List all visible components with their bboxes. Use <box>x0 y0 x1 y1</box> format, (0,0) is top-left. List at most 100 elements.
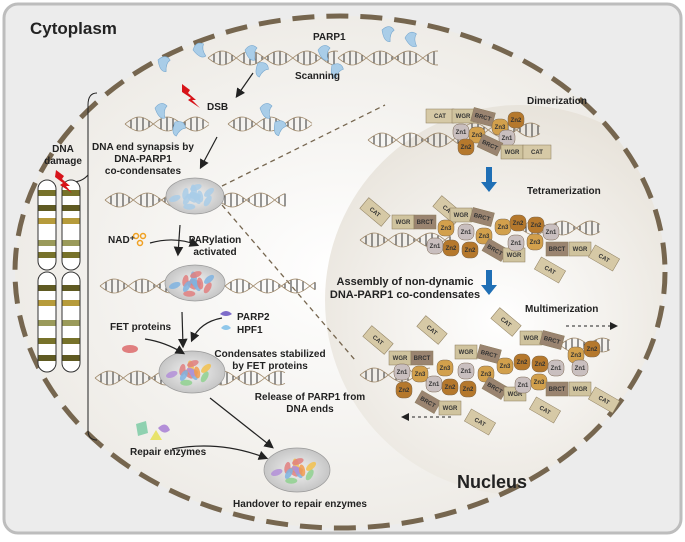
domain-wgr: WGR <box>391 214 415 230</box>
svg-text:Assembly of non-dynamic: Assembly of non-dynamic <box>337 276 474 288</box>
svg-text:WGR: WGR <box>396 220 411 226</box>
svg-text:Zn1: Zn1 <box>518 383 529 389</box>
chromosome-icon <box>37 179 81 373</box>
svg-text:CAT: CAT <box>597 253 611 264</box>
domain-zn3: Zn3 <box>436 359 454 377</box>
domain-cat: CAT <box>588 244 620 272</box>
svg-text:WGR: WGR <box>454 213 469 219</box>
svg-text:BRCT: BRCT <box>473 213 491 223</box>
repair-enzyme-icon <box>158 424 170 433</box>
svg-text:BRCT: BRCT <box>417 220 434 226</box>
svg-text:Zn2: Zn2 <box>513 221 524 227</box>
domain-zn2: Zn2 <box>513 353 531 371</box>
domain-zn1: Zn1 <box>514 376 532 394</box>
domain-cat: CAT <box>425 108 455 124</box>
domain-cat: CAT <box>416 315 448 345</box>
process-arrows <box>144 72 274 460</box>
svg-text:Zn1: Zn1 <box>430 244 441 250</box>
svg-text:BRCT: BRCT <box>549 387 566 393</box>
synapsis-label: DNA end synapsis by DNA-PARP1 co-condens… <box>92 142 194 177</box>
parp1-protein-icon <box>244 45 258 61</box>
domain-brct: BRCT <box>545 241 569 257</box>
parp1-label: PARP1 <box>313 32 346 43</box>
svg-text:Condensates stabilized: Condensates stabilized <box>214 349 325 360</box>
hpf1-label: HPF1 <box>237 325 263 336</box>
chromatid <box>37 179 57 271</box>
svg-text:Zn1: Zn1 <box>551 366 562 372</box>
domain-zn2: Zn2 <box>531 355 549 373</box>
svg-text:PARylation: PARylation <box>189 235 242 246</box>
domain-zn2: Zn2 <box>507 111 525 129</box>
parp1-protein-icon <box>255 62 269 78</box>
svg-text:Zn3: Zn3 <box>530 240 541 246</box>
dna-helix <box>124 116 210 132</box>
svg-text:Zn2: Zn2 <box>399 388 410 394</box>
domain-brct: BRCT <box>545 381 569 397</box>
parp1-protein-icon <box>192 42 207 58</box>
parp2-icon <box>220 311 232 316</box>
svg-text:BRCT: BRCT <box>414 356 431 362</box>
assembly-label: Assembly of non-dynamic DNA-PARP1 co-con… <box>330 276 480 301</box>
svg-text:Zn2: Zn2 <box>446 246 457 252</box>
hpf1-icon <box>221 325 231 330</box>
svg-text:co-condensates: co-condensates <box>105 166 182 177</box>
domain-brct: BRCT <box>469 207 495 227</box>
domain-brct: BRCT <box>481 238 509 262</box>
domain-zn2: Zn2 <box>527 216 545 234</box>
domain-zn1: Zn1 <box>393 363 411 381</box>
domain-cat: CAT <box>464 408 496 436</box>
svg-text:Zn1: Zn1 <box>511 241 522 247</box>
svg-text:WGR: WGR <box>505 150 520 156</box>
domain-cat: CAT <box>588 386 620 414</box>
domain-zn1: Zn1 <box>426 237 444 255</box>
domain-zn1: Zn1 <box>542 223 560 241</box>
stabilized-label: Condensates stabilized by FET proteins <box>214 349 325 372</box>
nuclear-envelope <box>12 13 668 531</box>
svg-text:WGR: WGR <box>459 350 474 356</box>
svg-text:Zn3: Zn3 <box>440 366 451 372</box>
svg-text:CAT: CAT <box>597 395 611 406</box>
svg-text:CAT: CAT <box>473 417 487 428</box>
svg-text:by FET proteins: by FET proteins <box>232 361 308 372</box>
domain-zn2: Zn2 <box>395 381 413 399</box>
domain-zn3: Zn3 <box>494 218 512 236</box>
svg-text:CAT: CAT <box>531 150 543 156</box>
svg-text:Zn1: Zn1 <box>397 370 408 376</box>
dna-helix <box>337 50 439 66</box>
domain-wgr: WGR <box>568 381 592 397</box>
svg-text:Zn3: Zn3 <box>441 226 452 232</box>
svg-text:BRCT: BRCT <box>474 113 492 123</box>
domain-zn1: Zn1 <box>547 359 565 377</box>
domain-zn2: Zn2 <box>441 378 459 396</box>
domain-zn3: Zn3 <box>496 357 514 375</box>
release-label: Release of PARP1 from DNA ends <box>255 392 366 415</box>
svg-text:DNA ends: DNA ends <box>286 404 334 415</box>
repair-enzyme-icon <box>150 430 162 440</box>
dna-helix <box>367 132 459 148</box>
svg-text:Zn3: Zn3 <box>415 372 426 378</box>
domain-brct: BRCT <box>476 133 504 157</box>
domain-zn1: Zn1 <box>507 234 525 252</box>
svg-text:Zn2: Zn2 <box>517 360 528 366</box>
domain-brct: BRCT <box>470 107 496 127</box>
domain-zn1: Zn1 <box>425 375 443 393</box>
domain-zn2: Zn2 <box>583 340 601 358</box>
parp1-protein-icon <box>317 45 331 61</box>
domain-cat: CAT <box>529 396 561 424</box>
parp1-protein-icon <box>154 103 168 119</box>
nad-label: NAD⁺ <box>108 235 135 246</box>
svg-text:DNA end synapsis by: DNA end synapsis by <box>92 142 194 153</box>
svg-text:DNA-PARP1: DNA-PARP1 <box>114 154 172 165</box>
svg-text:Zn3: Zn3 <box>534 380 545 386</box>
svg-text:Zn1: Zn1 <box>461 369 472 375</box>
domain-zn1: Zn1 <box>498 129 516 147</box>
zoom-guide-line <box>221 204 356 361</box>
svg-text:Zn3: Zn3 <box>571 353 582 359</box>
domain-wgr: WGR <box>500 144 524 160</box>
svg-text:WGR: WGR <box>456 114 471 120</box>
parylation-label: PARylation activated <box>189 235 242 258</box>
svg-text:activated: activated <box>193 247 236 258</box>
domain-cat: CAT <box>362 325 394 355</box>
svg-text:WGR: WGR <box>573 247 588 253</box>
zoom-guide-line <box>221 104 386 187</box>
